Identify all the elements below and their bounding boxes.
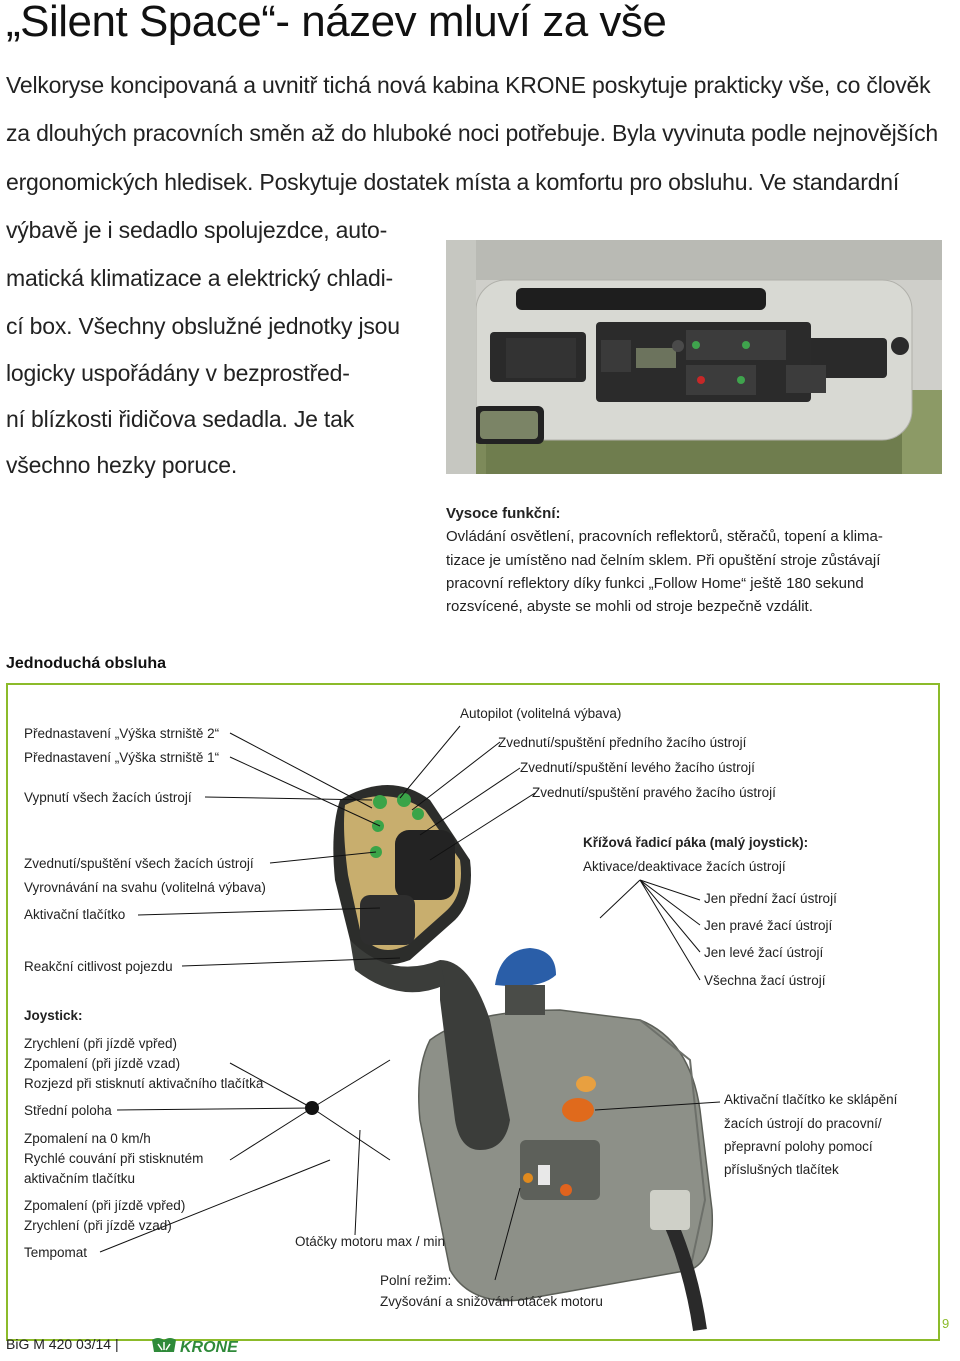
intro-line: všechno hezky poruce. bbox=[6, 452, 238, 478]
label-leve: Zvednutí/spuštění levého žacího ústrojí bbox=[520, 760, 755, 775]
footer-model: BiG M 420 03/14 | bbox=[6, 1336, 119, 1352]
label-preset-2: Přednastavení „Výška strniště 2“ bbox=[24, 726, 220, 741]
label-tempomat: Tempomat bbox=[24, 1245, 88, 1260]
label-sklapeni-3: přepravní polohy pomocí bbox=[724, 1139, 873, 1154]
label-krizova-sub: Aktivace/deaktivace žacích ústrojí bbox=[583, 859, 786, 874]
intro-line: cí box. Všechny obslužné jednotky jsou bbox=[6, 313, 400, 339]
caption-line: rozsvícené, abyste se mohli od stroje be… bbox=[446, 598, 813, 615]
label-rychle-couvani: Rychlé couvání při stisknutém bbox=[24, 1151, 204, 1166]
page-number: 9 bbox=[942, 1316, 950, 1331]
label-aktivacnim: aktivačním tlačítku bbox=[24, 1171, 136, 1186]
label-stredni: Střední poloha bbox=[24, 1103, 112, 1118]
intro-line: výbavě je i sedadlo spolujezdce, auto- bbox=[6, 217, 388, 243]
joystick-diagram-frame bbox=[6, 683, 940, 1341]
caption-heading: Vysoce funkční: bbox=[446, 505, 561, 522]
label-jen-predni: Jen přední žací ústrojí bbox=[704, 891, 837, 906]
label-zpomaleni-vzad: Zpomalení (při jízdě vzad) bbox=[24, 1056, 181, 1071]
label-zpomaleni-vpred: Zpomalení (při jízdě vpřed) bbox=[24, 1198, 186, 1213]
intro-line: ergonomických hledisek. Poskytuje dostat… bbox=[6, 169, 900, 195]
cab-ceiling-photo bbox=[446, 240, 942, 474]
label-jen-prave: Jen pravé žací ústrojí bbox=[704, 918, 833, 933]
intro-line: Velkoryse koncipovaná a uvnitř tichá nov… bbox=[6, 72, 931, 98]
intro-line: za dlouhých pracovních směn až do hlubok… bbox=[6, 120, 938, 146]
page-title: „Silent Space“- název mluví za vše bbox=[6, 0, 667, 46]
label-sklapeni-2: žacích ústrojí do pracovní/ bbox=[724, 1116, 882, 1131]
label-zrychleni-vzad: Zrychlení (při jízdě vzad) bbox=[24, 1218, 172, 1233]
label-zpomaleni-0: Zpomalení na 0 km/h bbox=[24, 1131, 151, 1146]
label-zrychleni-vpred: Zrychlení (při jízdě vpřed) bbox=[24, 1036, 178, 1051]
label-rozjezd: Rozjezd při stisknutí aktivačního tlačít… bbox=[24, 1076, 264, 1091]
label-krizova-head: Křížová řadicí páka (malý joystick): bbox=[583, 835, 809, 850]
photo-caption: Vysoce funkční: Ovládání osvětlení, prac… bbox=[446, 502, 946, 618]
label-jen-leve: Jen levé žací ústrojí bbox=[704, 945, 824, 960]
label-polni: Polní režim: bbox=[380, 1273, 452, 1288]
label-vypnuti: Vypnutí všech žacích ústrojí bbox=[24, 790, 192, 805]
label-predni: Zvednutí/spuštění předního žacího ústroj… bbox=[498, 735, 747, 750]
label-aktivacni: Aktivační tlačítko bbox=[24, 907, 126, 922]
caption-line: pracovní reflektory díky funkci „Follow … bbox=[446, 574, 864, 592]
label-zvysovani: Zvyšování a snižování otáček motoru bbox=[380, 1294, 603, 1309]
label-vsechna: Všechna žací ústrojí bbox=[704, 973, 826, 988]
label-svah: Vyrovnávání na svahu (volitelná výbava) bbox=[24, 880, 266, 895]
label-reakcni: Reakční citlivost pojezdu bbox=[24, 959, 173, 974]
intro-line: logicky uspořádány v bezprostřed- bbox=[6, 360, 350, 386]
intro-line: ní blízkosti řidičova sedadla. Je tak bbox=[6, 406, 354, 432]
krone-logo: KRONE bbox=[150, 1336, 250, 1356]
caption-line: Ovládání osvětlení, pracovních reflektor… bbox=[446, 528, 883, 546]
label-preset-1: Přednastavení „Výška strniště 1“ bbox=[24, 750, 220, 765]
label-vsech: Zvednutí/spuštění všech žacích ústrojí bbox=[24, 856, 254, 871]
label-otacky: Otáčky motoru max / min bbox=[295, 1234, 446, 1249]
caption-line: tizace je umístěno nad čelním sklem. Při… bbox=[446, 551, 881, 569]
intro-line: matická klimatizace a elektrický chladi- bbox=[6, 265, 393, 291]
label-joystick-head: Joystick: bbox=[24, 1008, 83, 1023]
label-prave: Zvednutí/spuštění pravého žacího ústrojí bbox=[532, 785, 776, 800]
section-heading: Jednoduchá obsluha bbox=[6, 655, 167, 672]
label-autopilot: Autopilot (volitelná výbava) bbox=[460, 706, 622, 721]
label-sklapeni-1: Aktivační tlačítko ke sklápění bbox=[724, 1092, 898, 1107]
label-sklapeni-4: příslušných tlačítek bbox=[724, 1162, 839, 1177]
krone-logo-text: KRONE bbox=[180, 1339, 239, 1356]
